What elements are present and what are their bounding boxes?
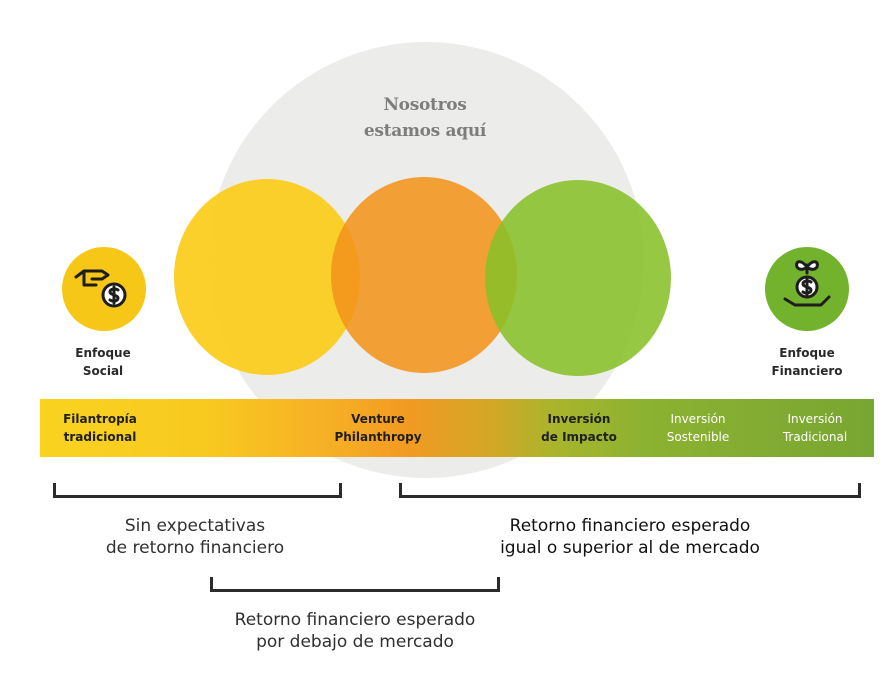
note-line1: Retorno financiero esperado — [509, 516, 751, 536]
band-item-line1: Inversión — [787, 412, 843, 426]
hand-dollar-coin-icon — [62, 247, 146, 331]
right-focus-label: Enfoque Financiero — [752, 344, 862, 380]
left-focus-line1: Enfoque — [75, 346, 131, 360]
green-circle — [485, 180, 671, 376]
note-line1: Sin expectativas — [124, 516, 266, 536]
band-item-line1: Filantropía — [63, 412, 137, 426]
band-item-line1: Venture — [351, 412, 405, 426]
band-item-sostenible: Inversión Sostenible — [638, 410, 758, 446]
band-item-tradicional: Inversión Tradicional — [756, 410, 874, 446]
note-market-return: Retorno financiero esperado igual o supe… — [460, 515, 800, 559]
right-bracket — [399, 483, 861, 498]
band-item-venture: Venture Philanthropy — [318, 410, 438, 446]
band-item-impacto: Inversión de Impacto — [519, 410, 639, 446]
band-item-line1: Inversión — [670, 412, 726, 426]
right-focus-line1: Enfoque — [779, 346, 835, 360]
band-item-filantropia: Filantropía tradicional — [40, 410, 160, 446]
headline: Nosotros estamos aquí — [300, 92, 550, 144]
left-focus-line2: Social — [82, 364, 124, 378]
band-item-line2: Tradicional — [782, 430, 848, 444]
right-focus-line2: Financiero — [771, 364, 843, 378]
note-line2: por debajo de mercado — [256, 632, 454, 652]
headline-line1: Nosotros — [383, 95, 467, 115]
headline-line2: estamos aquí — [363, 121, 487, 141]
band-item-line2: tradicional — [63, 430, 137, 444]
band-item-line2: de Impacto — [541, 430, 617, 444]
yellow-circle — [174, 179, 360, 375]
note-line2: de retorno financiero — [105, 538, 285, 558]
note-line2: igual o superior al de mercado — [500, 538, 760, 558]
band-item-line2: Sostenible — [666, 430, 730, 444]
left-focus-label: Enfoque Social — [48, 344, 158, 380]
note-line1: Retorno financiero esperado — [234, 610, 476, 630]
bottom-bracket — [210, 577, 500, 592]
hand-plant-coin-icon — [765, 247, 849, 331]
band-item-line2: Philanthropy — [334, 430, 422, 444]
spectrum-band — [40, 399, 874, 457]
note-below-market: Retorno financiero esperado por debajo d… — [190, 609, 520, 653]
band-item-line1: Inversión — [547, 412, 611, 426]
left-bracket — [53, 483, 342, 498]
note-no-return: Sin expectativas de retorno financiero — [70, 515, 320, 559]
